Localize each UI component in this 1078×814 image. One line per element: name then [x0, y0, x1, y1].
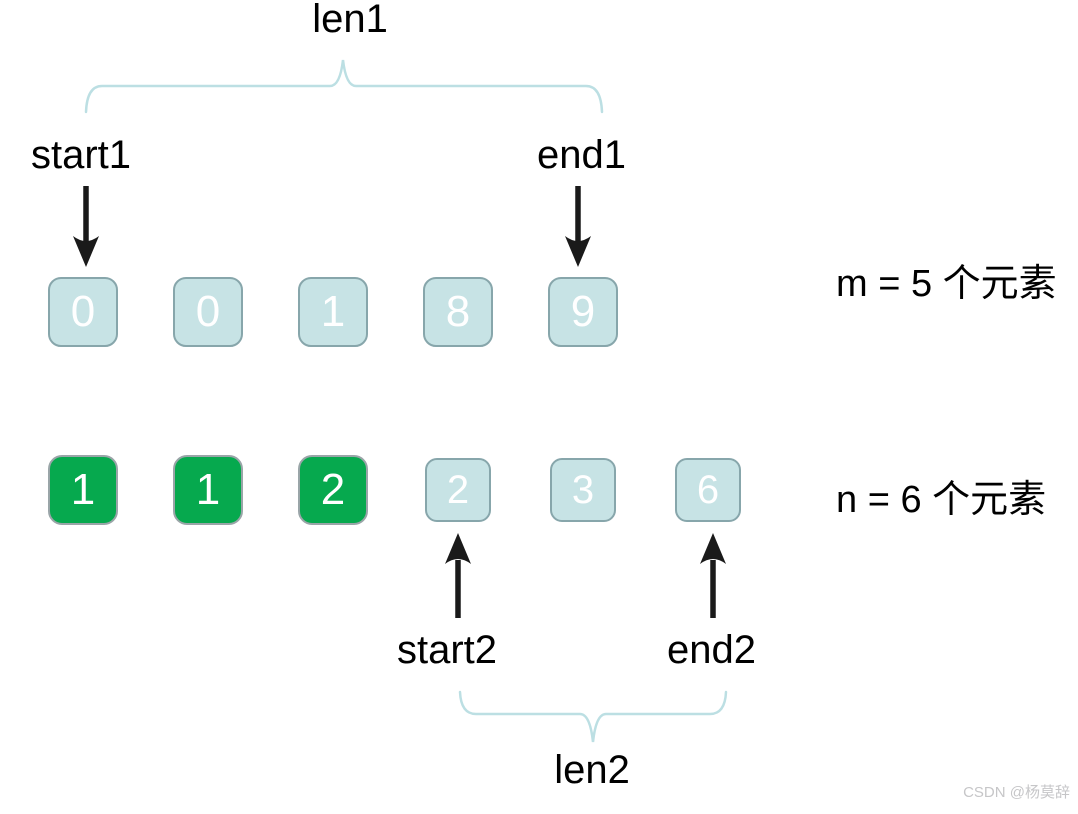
len1-brace	[84, 59, 604, 114]
row1-slot: 8	[423, 277, 493, 347]
row2-cell-5-blue: 6	[675, 458, 741, 522]
watermark: CSDN @杨莫辞	[963, 784, 1070, 801]
start1-down-arrow-icon	[73, 186, 99, 267]
row2-cell-4-blue: 3	[550, 458, 616, 522]
row1-cell-1-blue: 0	[173, 277, 243, 347]
array1-count-suffix: 个元素	[942, 263, 1057, 305]
array1-count-prefix: m = 5	[836, 263, 943, 305]
row1-slot: 0	[48, 277, 118, 347]
row2-slot: 1	[48, 455, 118, 525]
start2-up-arrow-icon	[445, 533, 471, 618]
row1-cell-3-blue: 8	[423, 277, 493, 347]
row2-cell-3-blue: 2	[425, 458, 491, 522]
array2-count-label: n = 6 个元素	[836, 478, 1046, 522]
end1-down-arrow-icon	[565, 186, 591, 267]
end1-label: end1	[537, 133, 626, 177]
start2-label: start2	[397, 628, 498, 672]
array1-count-label: m = 5 个元素	[836, 262, 1057, 306]
end2-up-arrow-icon	[700, 533, 726, 618]
row2-slot: 2	[298, 455, 368, 525]
row2-cell-0-green: 1	[48, 455, 118, 525]
array2-count-suffix: 个元素	[932, 479, 1047, 521]
start1-label: start1	[31, 133, 132, 177]
row1-cell-0-blue: 0	[48, 277, 118, 347]
row1-slot: 1	[298, 277, 368, 347]
row1-cell-4-blue: 9	[548, 277, 618, 347]
row2-cell-1-green: 1	[173, 455, 243, 525]
row2-cell-2-green: 2	[298, 455, 368, 525]
array2-count-prefix: n = 6	[836, 479, 933, 521]
len1-label: len1	[312, 0, 388, 41]
end2-label: end2	[667, 628, 756, 672]
row1-slot: 9	[548, 277, 618, 347]
len2-brace	[458, 690, 728, 743]
row2-slot: 6	[673, 455, 743, 525]
row2-slot: 1	[173, 455, 243, 525]
row2-slot: 2	[423, 455, 493, 525]
row2-slot: 3	[548, 455, 618, 525]
row1-slot: 0	[173, 277, 243, 347]
row1-cell-2-blue: 1	[298, 277, 368, 347]
len2-label: len2	[554, 748, 630, 792]
